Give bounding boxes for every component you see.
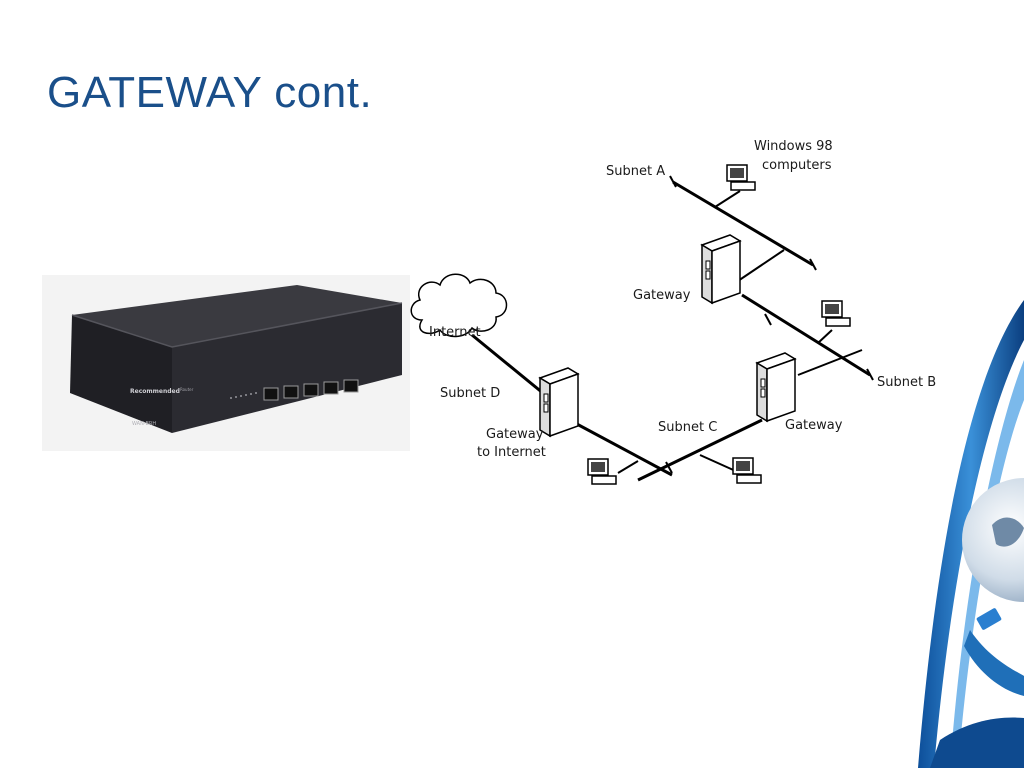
- computer-icon: [726, 164, 756, 191]
- computer-icon: [732, 457, 762, 484]
- label-subnet-b: Subnet B: [877, 375, 936, 390]
- label-computers: computers: [762, 158, 832, 173]
- computer-icon: [587, 458, 617, 485]
- router-ethernet-ports: [263, 379, 359, 401]
- label-windows98: Windows 98: [754, 139, 833, 154]
- subnet-c-line: [637, 418, 763, 482]
- label-subnet-a: Subnet A: [606, 164, 665, 179]
- label-subnet-d: Subnet D: [440, 386, 500, 401]
- network-diagram: Windows 98 computers Subnet A Gateway In…: [410, 139, 936, 485]
- subnet-a-line: [669, 175, 817, 271]
- decorative-globe-swoosh: [918, 300, 1024, 768]
- label-gateway-internet-2: to Internet: [477, 445, 546, 460]
- server-icon: [700, 234, 742, 305]
- label-gateway-top: Gateway: [633, 288, 691, 303]
- internet-cloud-icon: [410, 273, 508, 338]
- computer-icon: [821, 300, 851, 327]
- router-photo: Recommended Router WAN-BRH: [42, 275, 410, 451]
- server-icon: [755, 352, 797, 423]
- router-model-label: Router: [180, 387, 194, 392]
- server-icon: [538, 367, 580, 438]
- router-led-row: [230, 392, 257, 399]
- label-subnet-c: Subnet C: [658, 420, 717, 435]
- label-internet: Internet: [429, 325, 481, 340]
- label-gateway-internet-1: Gateway: [486, 427, 544, 442]
- router-sticker-label: WAN-BRH: [132, 421, 156, 427]
- globe-icon: [962, 478, 1024, 602]
- label-gateway-right: Gateway: [785, 418, 843, 433]
- subnet-b-line: [741, 293, 874, 381]
- slide-title: GATEWAY cont.: [47, 68, 373, 117]
- router-brand-label: Recommended: [130, 388, 180, 395]
